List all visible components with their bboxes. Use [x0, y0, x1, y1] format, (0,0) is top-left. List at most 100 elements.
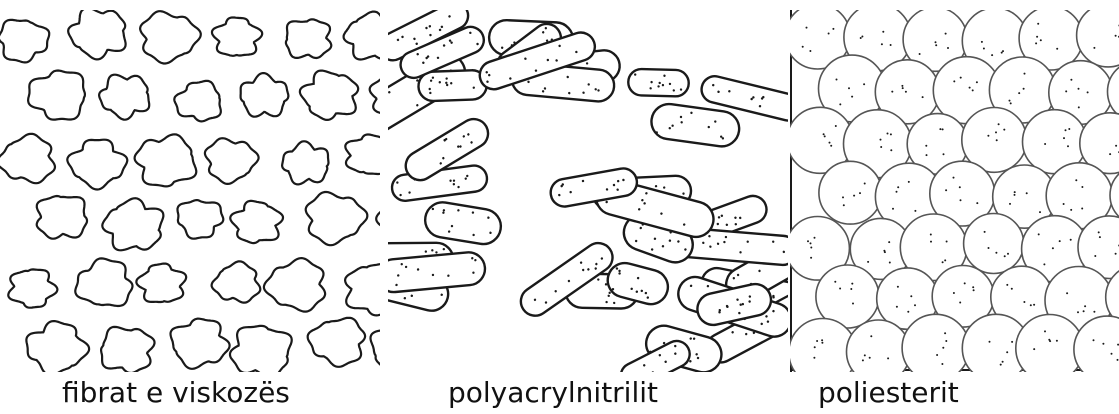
polyester-fiber-dot: [1007, 253, 1009, 255]
viscose-fiber-outline: [370, 75, 380, 117]
viscose-fiber-outline: [28, 71, 85, 120]
acrylic-fiber-outline: [628, 69, 689, 97]
acrylic-fiber-outline: [649, 102, 741, 149]
acrylic-fiber: [388, 251, 486, 294]
polyester-fiber-dot: [835, 125, 837, 127]
polyester-fiber-dot: [1018, 92, 1020, 94]
polyester-fiber-dot: [953, 80, 955, 82]
polyester-fiber-dot: [942, 261, 944, 263]
polyester-fiber-dot: [995, 131, 997, 133]
polyester-fiber-dot: [1083, 310, 1085, 312]
polyester-fiber-dot: [1117, 359, 1119, 361]
viscose-fiber-outline: [230, 201, 283, 243]
viscose-fiber-outline: [205, 138, 259, 184]
caption-polyester: poliesterit: [818, 376, 959, 409]
acrylic-fiber-outline: [418, 70, 487, 102]
polyester-fiber-dot: [1043, 263, 1045, 265]
polyester-fiber-dot: [976, 202, 978, 204]
polyester-fiber-dot: [810, 242, 812, 244]
polyester-fiber-dot: [810, 257, 812, 259]
viscose-fiber-outline: [101, 327, 154, 372]
polyester-fiber-dot: [810, 247, 812, 249]
polyester-fiber-dot: [953, 177, 955, 179]
polyester-fiber-dot: [959, 186, 961, 188]
polyester-fiber-dot: [1111, 353, 1113, 355]
polyester-fiber-dot: [976, 81, 978, 83]
polyester-fiber-dot: [1024, 73, 1026, 75]
viscose-fiber-outline: [0, 134, 55, 183]
polyester-fiber-dot: [930, 234, 932, 236]
viscose-fiber-outline: [306, 192, 368, 245]
polyester-fiber-dot: [1000, 364, 1002, 366]
polyester-fiber-dot: [1014, 191, 1016, 193]
polyester-fiber-dot: [989, 341, 991, 343]
polyester-fiber-dot: [863, 83, 865, 85]
polyester-fiber-dot: [1002, 361, 1004, 363]
polyester-fiber-dot: [1070, 209, 1072, 211]
polyester-fiber-dot: [953, 292, 955, 294]
viscose-fiber-outline: [344, 12, 380, 60]
polyester-fiber-dot: [945, 340, 947, 342]
polyester-fiber-dot: [862, 359, 864, 361]
polyester-fiber-dot: [1036, 36, 1038, 38]
polyester-fiber-dot: [1059, 240, 1061, 242]
polyester-fiber-outline: [1077, 10, 1119, 67]
polyester-fiber-dot: [861, 36, 863, 38]
polyester-fiber-dot: [889, 262, 891, 264]
viscose-fiber-outline: [345, 263, 380, 315]
polyester-fiber-dot: [1094, 255, 1096, 257]
viscose-fiber-outline: [136, 264, 186, 302]
polyester-fiber-cross-section-panel: [790, 10, 1119, 372]
polyester-fiber-dot: [823, 133, 825, 135]
polyester-fiber-dot: [1023, 301, 1025, 303]
polyester-fiber-dot: [988, 247, 990, 249]
polyester-fiber-dot: [947, 47, 949, 49]
viscose-fiber-outline: [212, 18, 262, 56]
viscose-fiber-cross-section-panel: [0, 10, 380, 372]
acrylic-fiber-dot: [431, 249, 433, 251]
polyester-fiber-dot: [852, 303, 854, 305]
polyester-fiber-dot: [1009, 203, 1011, 205]
polyester-fiber-dot: [1001, 52, 1003, 54]
polyester-fiber-dot: [809, 50, 811, 52]
polyester-fiber-dot: [853, 195, 855, 197]
polyester-fiber-dot: [946, 241, 948, 243]
polyester-fiber-dot: [830, 145, 832, 147]
polyester-fiber-dot: [821, 342, 823, 344]
viscose-fiber-outline: [282, 141, 328, 184]
polyester-fiber-dot: [984, 231, 986, 233]
polyester-fiber-dot: [1026, 192, 1028, 194]
polyester-fiber-dot: [814, 237, 816, 239]
polyester-fiber-dot: [995, 252, 997, 254]
polyester-fiber-dot: [881, 43, 883, 45]
polyester-fiber-dot: [1070, 79, 1072, 81]
polyester-fiber-dot: [1084, 305, 1086, 307]
acrylic-fiber-outline: [423, 200, 504, 247]
polyester-fiber-dot: [1030, 304, 1032, 306]
viscose-fiber-outline: [345, 135, 380, 175]
viscose-fiber-outline: [135, 134, 197, 186]
polyester-fiber-dot: [832, 28, 834, 30]
polyester-fiber-dot: [1011, 288, 1013, 290]
polyester-fiber-dot: [1052, 247, 1054, 249]
viscose-fiber-outline: [26, 321, 89, 372]
polyester-fiber-dot: [890, 44, 892, 46]
polyester-fiber-dot: [942, 128, 944, 130]
polyester-fiber-dot: [944, 332, 946, 334]
acrylic-fiber: [628, 69, 689, 97]
polyester-fiber-drawing: [790, 10, 1119, 372]
polyester-fiber-dot: [1067, 145, 1069, 147]
polyester-fiber-dot: [851, 283, 853, 285]
polyester-fiber-dot: [867, 261, 869, 263]
polyester-fiber-dot: [839, 288, 841, 290]
polyester-fiber-outline: [819, 161, 882, 224]
viscose-fiber-outline: [286, 19, 331, 58]
polyester-fiber-dot: [942, 347, 944, 349]
polyester-fiber-dot: [1039, 211, 1041, 213]
acrylic-fiber: [649, 102, 741, 149]
viscose-fiber-outline: [300, 71, 358, 120]
polyester-fiber-dot: [914, 304, 916, 306]
polyester-fiber-dot: [935, 41, 937, 43]
polyester-fiber-dot: [1006, 284, 1008, 286]
polyester-fiber-dot: [880, 146, 882, 148]
